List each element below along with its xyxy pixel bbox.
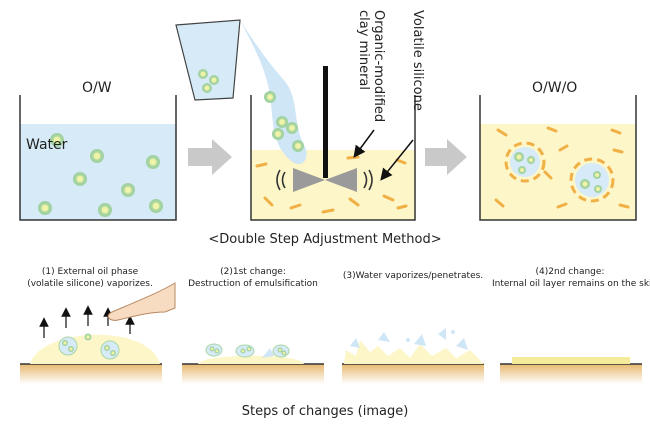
step1-text: (1) External oil phase (volatile silicon…	[10, 266, 170, 290]
organic-clay-line1: Organic-modified	[371, 10, 386, 123]
mixing-beaker	[175, 19, 416, 221]
step4-oil-layer	[512, 357, 630, 364]
finger-icon	[107, 282, 176, 321]
owo-label: O/W/O	[532, 80, 578, 96]
beaker-outline	[479, 95, 637, 221]
water-label: Water	[26, 137, 68, 153]
step4-text: (4)2nd change: Internal oil layer remain…	[492, 266, 650, 290]
silicone-pointer-arrow	[380, 139, 414, 181]
oil-droplet	[38, 201, 52, 215]
stirrer-shaft	[323, 66, 328, 178]
oil-droplet	[286, 122, 298, 134]
step4-line2: Internal oil layer remains on the skin.	[492, 279, 650, 289]
owo-droplet	[504, 141, 546, 183]
organic-clay-label: Organic-modified clay mineral	[356, 10, 386, 122]
process-arrow-1	[188, 139, 232, 175]
oil-droplet	[146, 155, 160, 169]
step4-line1: (4)2nd change:	[535, 267, 605, 277]
step2-illustration	[198, 343, 304, 364]
owo-beaker	[479, 95, 637, 221]
pouring-cup	[175, 19, 307, 165]
oil-droplet	[50, 133, 64, 147]
step3-line1: (3)Water vaporizes/penetrates.	[342, 271, 484, 281]
oil-droplet	[276, 116, 288, 128]
oil-droplet	[98, 203, 112, 217]
oil-droplet	[202, 83, 212, 93]
stirrer-blade	[325, 168, 357, 192]
owo-droplet	[569, 157, 615, 203]
step1-line1: (1) External oil phase	[41, 267, 139, 277]
organic-clay-line2: clay mineral	[356, 10, 371, 90]
ow-label: O/W	[82, 80, 112, 96]
step2-line2: Destruction of emulsification	[188, 279, 318, 289]
step2-line1: (2)1st change:	[220, 267, 286, 277]
rotation-mark	[281, 171, 286, 189]
beaker-outline	[250, 95, 416, 221]
oil-droplet	[73, 172, 87, 186]
clay-pointer-arrow	[353, 129, 375, 158]
oil-droplet	[272, 128, 284, 140]
oil-droplet	[292, 140, 304, 152]
clay-particles	[255, 155, 408, 214]
oil-droplet	[121, 183, 135, 197]
step1-illustration	[30, 282, 176, 364]
oil-droplet	[264, 91, 276, 103]
stirrer-blade	[293, 168, 325, 192]
steps-caption: Steps of changes (image)	[241, 404, 409, 419]
oil-droplet	[209, 75, 219, 85]
process-arrow-2	[425, 139, 467, 175]
rotation-mark	[368, 169, 373, 191]
oil-droplet	[90, 149, 104, 163]
ow-beaker	[19, 95, 177, 221]
oil-droplet	[198, 69, 208, 79]
rotation-mark	[276, 169, 281, 191]
step1-line2: (volatile silicone) vaporizes.	[27, 279, 153, 289]
step2-text: (2)1st change: Destruction of emulsifica…	[172, 266, 334, 290]
oil-droplet	[149, 199, 163, 213]
step3-illustration	[344, 328, 484, 364]
method-caption: <Double Step Adjustment Method>	[208, 232, 442, 247]
skin-layers	[20, 363, 642, 384]
oil-droplets	[38, 133, 163, 217]
step3-text: (3)Water vaporizes/penetrates.	[334, 270, 492, 282]
clay-particles	[494, 126, 630, 209]
rotation-mark	[363, 171, 368, 189]
beaker-outline	[19, 95, 177, 221]
volatile-silicone-label: Volatile silicone	[410, 10, 425, 111]
